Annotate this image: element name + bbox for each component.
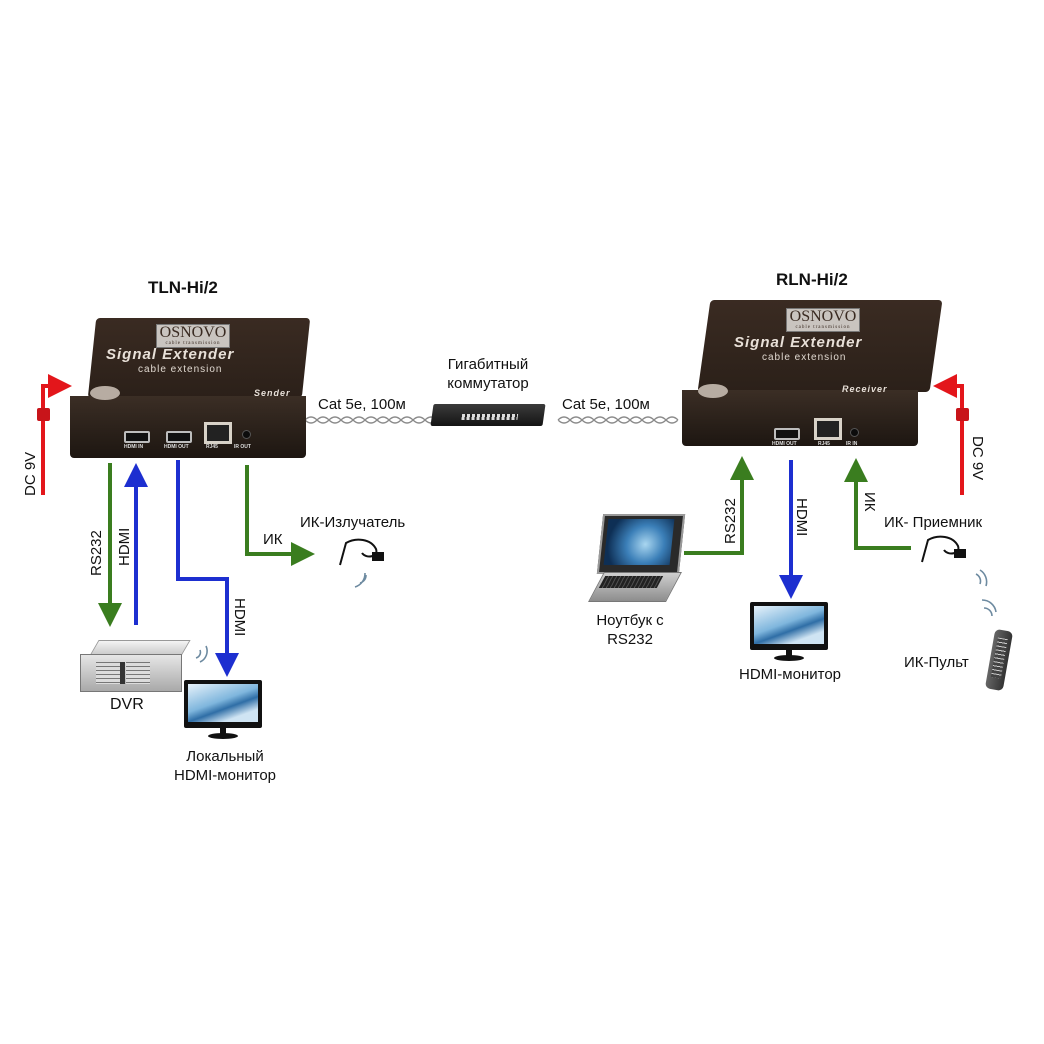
ir-emitter-cable-icon (339, 538, 378, 566)
ir-receiver-head-icon (954, 549, 966, 558)
local-monitor-label-line2: HDMI-монитор (173, 767, 277, 784)
sender-port-label: IR OUT (234, 444, 251, 450)
power-label-left: DC 9V (22, 451, 39, 496)
switch-label-line1: Гигабитный (447, 356, 529, 373)
dvr-wireless-icon (195, 645, 208, 663)
hdmi-label-dvr: HDMI (116, 527, 133, 566)
switch-ports-icon (461, 414, 519, 420)
ir-label-sender: ИК (263, 531, 283, 548)
gigabit-switch (430, 404, 546, 426)
receiver-product-name: Signal Extender (734, 334, 863, 351)
receiver-ir-in-port (850, 428, 859, 437)
hdmi-monitor (750, 602, 830, 662)
sender-rubber-foot (90, 386, 120, 400)
ir-receiver-wave-icon (975, 569, 988, 587)
power-line-right (933, 374, 964, 495)
receiver-role-label: Receiver (842, 384, 888, 394)
dvr-label: DVR (110, 696, 144, 713)
local-hdmi-monitor (184, 680, 264, 740)
ir-receiver-cable-icon (921, 535, 960, 563)
receiver-hdmi-out-port (774, 428, 800, 440)
sender-port-label: HDMI IN (124, 444, 144, 450)
sender-hdmi-in-port (124, 431, 150, 443)
ir-line-receiver (844, 458, 911, 550)
ir-label-receiver: ИК (861, 492, 878, 512)
rs232-label-receiver: RS232 (722, 498, 739, 544)
dvr-device (80, 640, 191, 692)
laptop-label-line1: Ноутбук с (596, 612, 664, 629)
ir-emitter-head-icon (372, 552, 384, 561)
cable-label-left: Cat 5e, 100м (318, 396, 406, 413)
rs232-line-receiver (684, 456, 754, 555)
receiver-port-label: HDMI OUT (772, 441, 797, 447)
sender-ir-out-port (242, 430, 251, 439)
ir-remote-wave-icon (981, 599, 997, 617)
power-fuse-icon-left (37, 408, 50, 421)
receiver-rj45-port (814, 418, 842, 440)
receiver-model-title: RLN-Hi/2 (776, 270, 848, 289)
sender-product-name: Signal Extender (106, 346, 235, 363)
hdmi-label-receiver: HDMI (793, 498, 810, 537)
sender-model-title: TLN-Hi/2 (148, 278, 218, 297)
rs232-label-sender: RS232 (88, 530, 105, 576)
power-fuse-icon-right (956, 408, 969, 421)
receiver-port-label: RJ45 (818, 441, 830, 447)
receiver-subtitle: cable extension (762, 352, 847, 363)
power-line-left (41, 374, 72, 495)
hdmi-label-local-monitor: HDMI (231, 598, 248, 637)
sender-role-label: Sender (254, 388, 291, 398)
sender-port-label: RJ45 (206, 444, 218, 450)
ir-line-sender (245, 465, 315, 566)
ir-remote-label: ИК-Пульт (904, 654, 969, 671)
ir-emitter-label: ИК-Излучатель (300, 514, 406, 531)
receiver-port-label: IR IN (846, 441, 858, 447)
ir-emitter-wave-icon (354, 572, 367, 588)
hdmi-monitor-label: HDMI-монитор (738, 666, 842, 683)
power-label-right: DC 9V (969, 436, 986, 481)
cat5e-cable-right (557, 416, 679, 424)
laptop-label-line2: RS232 (607, 631, 653, 648)
sender-subtitle: cable extension (138, 364, 223, 375)
local-monitor-label-line1: Локальный (186, 748, 264, 765)
sender-port-label: HDMI OUT (164, 444, 189, 450)
hdmi-line-local-monitor (176, 460, 239, 677)
ir-receiver-label: ИК- Приемник (884, 514, 983, 531)
sender-hdmi-out-port (166, 431, 192, 443)
switch-label-line2: коммутатор (447, 375, 529, 392)
cat5e-cable-left (304, 416, 438, 424)
receiver-rubber-foot (698, 384, 728, 398)
sender-rj45-port (204, 422, 232, 444)
remote-keypad-icon (990, 637, 1008, 679)
cable-label-right: Cat 5e, 100м (562, 396, 650, 413)
laptop-device (576, 514, 686, 606)
